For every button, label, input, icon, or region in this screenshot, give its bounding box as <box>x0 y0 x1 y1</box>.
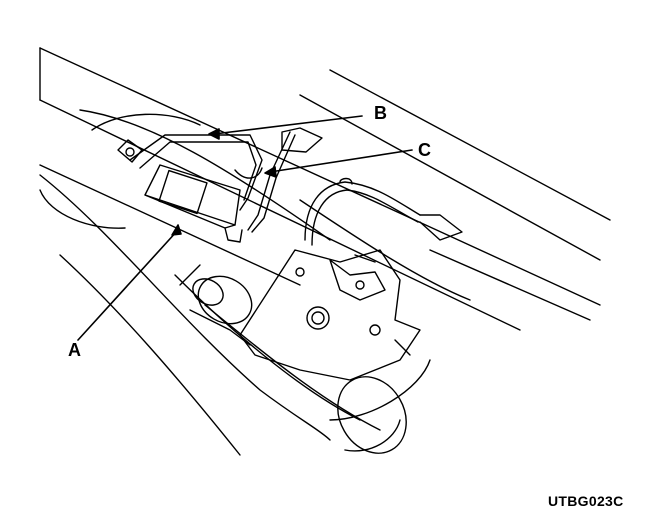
column-joint <box>179 264 253 346</box>
figure-code: UTBG023C <box>548 493 624 509</box>
leader-c <box>269 149 413 173</box>
arrow-head-a <box>171 224 182 236</box>
steering-column <box>174 199 471 454</box>
leader-lines <box>77 115 413 341</box>
callout-label-b: B <box>374 103 387 123</box>
arrow-head-b <box>208 128 220 140</box>
cable-loop <box>304 177 463 246</box>
callout-label-a: A <box>68 340 81 360</box>
leader-b <box>213 115 363 135</box>
control-unit-a <box>144 164 243 243</box>
switch-housing <box>329 254 386 301</box>
harness-c <box>247 127 323 233</box>
leader-a <box>77 229 179 341</box>
dashboard-outlines <box>39 47 611 456</box>
column-bracket <box>239 249 421 381</box>
arrow-head-c <box>264 166 277 178</box>
bracket-b <box>117 134 263 211</box>
callout-label-c: C <box>418 140 431 160</box>
